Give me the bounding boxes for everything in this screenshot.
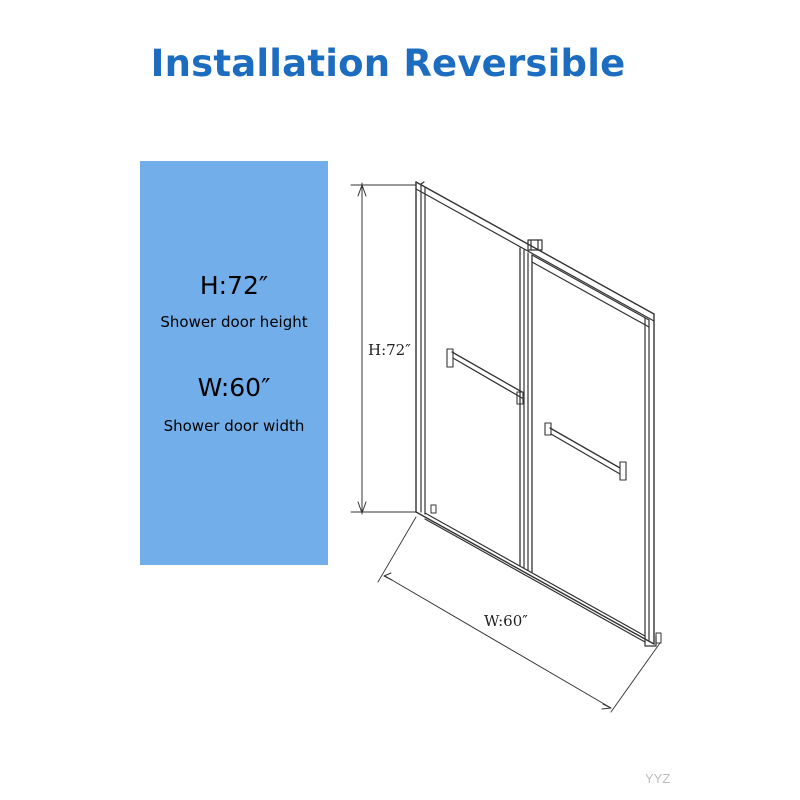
- top-connector: [527, 239, 543, 251]
- page-title: Installation Reversible: [150, 42, 626, 85]
- right-towel-bar: [544, 422, 627, 481]
- width-caption: Shower door width: [163, 417, 305, 435]
- door-frame: [415, 181, 662, 647]
- height-dimension-line: [350, 182, 417, 515]
- width-dimension-label: W:60″: [484, 612, 528, 630]
- height-dimension-label: H:72″: [368, 341, 411, 359]
- height-value: H:72″: [199, 271, 269, 300]
- watermark-text: YYZ: [645, 771, 671, 786]
- height-caption: Shower door height: [160, 313, 308, 331]
- spec-panel: H:72″ Shower door height W:60″ Shower do…: [140, 161, 328, 565]
- left-towel-bar: [446, 348, 524, 405]
- width-dimension-line: [377, 516, 661, 713]
- width-value: W:60″: [197, 373, 271, 402]
- right-panel: [527, 252, 650, 573]
- left-panel: [519, 247, 525, 569]
